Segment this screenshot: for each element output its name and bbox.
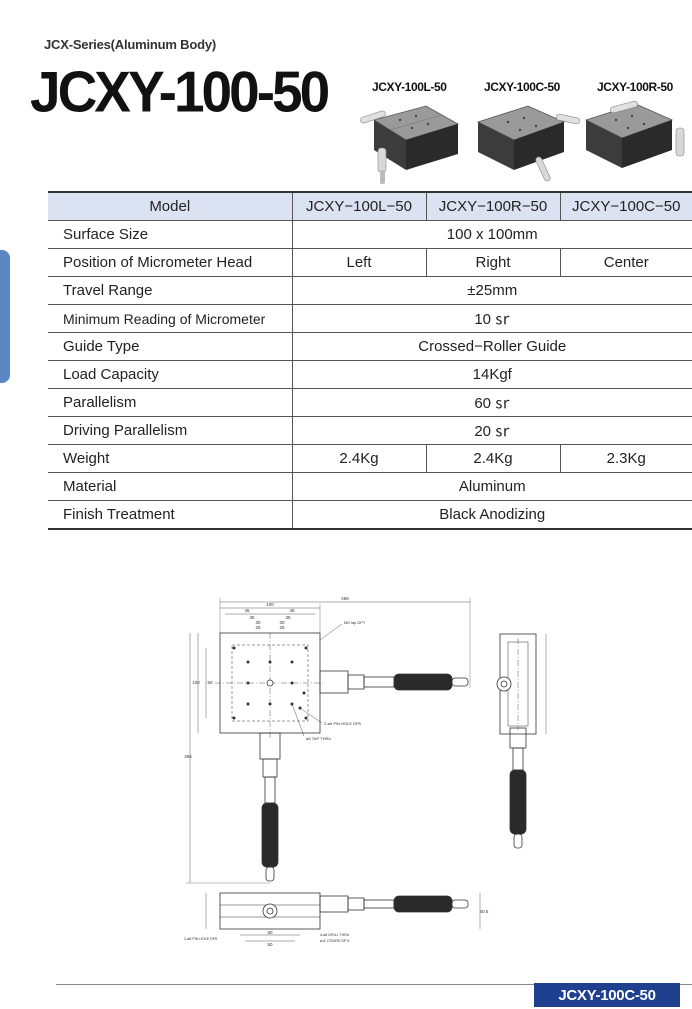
note-thru: ø6 TAP THRU [306,736,331,741]
spec-row-travel-range: Travel Range ±25mm [48,276,692,305]
front-micrometer-thimble [393,895,453,913]
spec-value: Black Anodizing [291,500,692,530]
side-tab [0,250,10,383]
spec-value: Left [291,248,427,277]
spec-label: Guide Type [48,332,293,361]
spec-value: 14Kgf [291,360,692,389]
spec-table: Model JCXY−100L−50 JCXY−100R−50 JCXY−100… [48,191,692,530]
note-bottom-cb: ø11 C'BORE DP 6 [320,939,349,943]
dim-45a: 45 [244,608,250,613]
spec-value: 10 ㏛ [291,304,692,333]
spec-row-finish: Finish Treatment Black Anodizing [48,500,692,530]
series-subtitle: JCX-Series(Aluminum Body) [44,37,216,52]
dim-overall-width: 266 [341,596,349,601]
dim-height: 40.5 [480,909,489,914]
footer-rule [56,984,692,985]
variant-label-l: JCXY-100L-50 [372,80,447,94]
variant-label-c: JCXY-100C-50 [484,80,560,94]
dim-bottom-50: 50 [267,942,273,947]
dim-35b: 35 [285,615,291,620]
spec-row-micrometer-head: Position of Micrometer Head Left Right C… [48,248,692,277]
spec-value: 2.4Kg [291,444,427,473]
dim-25b: 25 [279,625,285,630]
spec-value: 20 ㏛ [291,416,692,445]
spec-row-surface-size: Surface Size 100 x 100mm [48,220,692,249]
spec-value: Crossed−Roller Guide [291,332,692,361]
spec-row-guide-type: Guide Type Crossed−Roller Guide [48,332,692,361]
dim-35a: 35 [249,615,255,620]
dim-45b: 45 [289,608,295,613]
x-micrometer-thimble [393,673,453,691]
spec-label: Parallelism [48,388,293,417]
product-photo-center [476,105,581,182]
dim-30a: 30 [255,620,261,625]
spec-header-row: Model JCXY−100L−50 JCXY−100R−50 JCXY−100… [48,191,692,221]
note-bottom-pin: 2-ø6 PIN HOLE DP5 [184,937,217,941]
spec-value: Right [425,248,561,277]
spec-label: Finish Treatment [48,500,293,530]
spec-value: ±25mm [291,276,692,305]
product-title: JCXY-100-50 [30,59,330,125]
spec-value: 2.4Kg [425,444,561,473]
x-axis-body [319,670,349,694]
spec-value: 100 x 100mm [291,220,692,249]
spec-row-parallelism: Parallelism 60 ㏛ [48,388,692,417]
note-bottom-drill: 4-ø6 DRILL THRU [320,933,350,937]
variant-label-r: JCXY-100R-50 [597,80,673,94]
spec-row-driving-parallelism: Driving Parallelism 20 ㏛ [48,416,692,445]
dim-side-50: 50 [207,680,213,685]
note-pin-hole: 2-ø6 PIN HOLE DP5 [324,721,362,726]
y-micrometer-thimble [261,802,279,868]
spec-label: Position of Micrometer Head [48,248,293,277]
product-photo-left [360,105,460,184]
spec-value: 60 ㏛ [291,388,692,417]
model-c: JCXY−100C−50 [559,191,692,221]
spec-row-load-capacity: Load Capacity 14Kgf [48,360,692,389]
spec-row-weight: Weight 2.4Kg 2.4Kg 2.3Kg [48,444,692,473]
technical-drawing: 266 100 45 45 35 35 30 30 25 25 100 266 … [184,596,547,947]
note-tap: M6 tap DPT [344,620,366,625]
footer-model-badge: JCXY-100C-50 [534,983,680,1007]
spec-row-material: Material Aluminum [48,472,692,501]
spec-label: Driving Parallelism [48,416,293,445]
spec-label: Minimum Reading of Micrometer [48,304,293,333]
dim-overall-height: 266 [184,754,192,759]
dim-25a: 25 [255,625,261,630]
dim-top-width: 100 [266,602,274,607]
dim-30b: 30 [279,620,285,625]
dim-bottom-60: 60 [267,930,273,935]
dim-side-100: 100 [192,680,200,685]
spec-label: Surface Size [48,220,293,249]
model-header: Model [48,191,293,221]
spec-value: Center [559,248,692,277]
spec-value: Aluminum [291,472,692,501]
spec-label: Load Capacity [48,360,293,389]
spec-row-min-reading: Minimum Reading of Micrometer 10 ㏛ [48,304,692,333]
side-micrometer-thimble [509,769,527,835]
product-photo-right [584,100,685,168]
spec-label: Weight [48,444,293,473]
model-l: JCXY−100L−50 [291,191,427,221]
model-r: JCXY−100R−50 [425,191,561,221]
spec-label: Material [48,472,293,501]
spec-value: 2.3Kg [559,444,692,473]
spec-label: Travel Range [48,276,293,305]
